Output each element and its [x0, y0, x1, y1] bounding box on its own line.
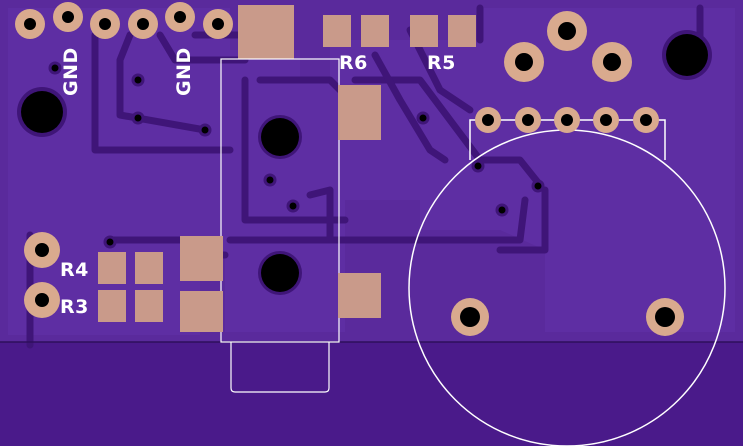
mounting-hole-right: [662, 30, 712, 80]
pushbutton-switch: [220, 58, 340, 393]
gnd-label-right: GND: [173, 47, 195, 96]
switch-pad-right-top: [338, 85, 381, 140]
header-pins-top: [15, 2, 233, 39]
r3-label: R3: [60, 296, 89, 318]
left-pads: [24, 232, 60, 318]
resistor-r5: [410, 15, 476, 47]
switch-pad-left-top: [180, 236, 223, 281]
rotary-encoder: [408, 107, 726, 446]
vias: [48, 61, 545, 249]
r5-label: R5: [427, 52, 456, 74]
mounting-hole-left: [17, 87, 67, 137]
gnd-label-left: GND: [60, 47, 82, 96]
resistor-r6: [323, 15, 389, 47]
r4-label: R4: [60, 259, 89, 281]
resistor-r3: [98, 290, 163, 322]
switch-pad-right-bottom: [338, 273, 381, 318]
switch-pad-left-bottom: [180, 291, 223, 332]
encoder-top-pads: [504, 11, 632, 82]
r6-label: R6: [339, 52, 368, 74]
resistor-r4: [98, 252, 163, 284]
switch-pad-top: [238, 5, 294, 59]
